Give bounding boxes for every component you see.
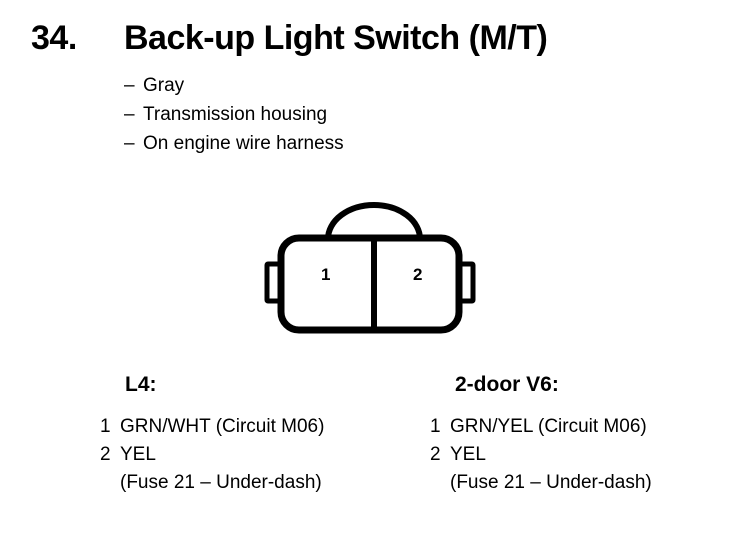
wiring-circuit-label: GRN/YEL (Circuit M06) xyxy=(450,416,647,437)
wiring-row-list: 1 GRN/WHT (Circuit M06) 2 YEL (Fuse 21 –… xyxy=(100,414,430,496)
wiring-pin-number: 1 xyxy=(430,416,441,437)
connector-body xyxy=(277,234,463,334)
page-title: Back-up Light Switch (M/T) xyxy=(124,19,548,57)
wiring-column-heading: 2-door V6: xyxy=(455,373,559,396)
spec-item-location: – Transmission housing xyxy=(124,101,544,130)
connector-pin-2-label: 2 xyxy=(413,265,423,284)
wiring-row: 1 GRN/YEL (Circuit M06) xyxy=(430,414,750,442)
spec-item-label: Transmission housing xyxy=(143,104,328,125)
wiring-row: 2 YEL xyxy=(100,442,430,470)
connector-pin-1-label: 1 xyxy=(321,265,331,284)
dash-icon: – xyxy=(124,133,135,154)
wiring-row: 2 YEL xyxy=(430,442,750,470)
spec-item-color: – Gray xyxy=(124,72,544,101)
dash-icon: – xyxy=(124,75,135,96)
spec-item-label: Gray xyxy=(143,75,185,96)
connector-diagram: 1 2 xyxy=(255,196,485,344)
wiring-row: 1 GRN/WHT (Circuit M06) xyxy=(100,414,430,442)
spec-item-harness: – On engine wire harness xyxy=(124,130,544,159)
spec-list: – Gray – Transmission housing – On engin… xyxy=(124,72,544,159)
wiring-row-list: 1 GRN/YEL (Circuit M06) 2 YEL (Fuse 21 –… xyxy=(430,414,750,496)
wiring-fuse-note: (Fuse 21 – Under-dash) xyxy=(120,472,322,493)
wiring-fuse-note: (Fuse 21 – Under-dash) xyxy=(450,472,652,493)
locking-arch-icon xyxy=(325,202,423,240)
wiring-circuit-label: GRN/WHT (Circuit M06) xyxy=(120,416,325,437)
wiring-pin-number: 2 xyxy=(100,444,111,465)
wiring-column-v6: 2-door V6: 1 GRN/YEL (Circuit M06) 2 YEL… xyxy=(430,372,750,496)
wiring-circuit-label: YEL xyxy=(450,444,486,465)
wiring-circuit-label: YEL xyxy=(120,444,156,465)
wiring-column-l4: L4: 1 GRN/WHT (Circuit M06) 2 YEL (Fuse … xyxy=(100,372,430,496)
dash-icon: – xyxy=(124,104,135,125)
entry-number: 34. xyxy=(31,19,77,57)
connector-drawing xyxy=(264,202,476,334)
wiring-pin-number: 2 xyxy=(430,444,441,465)
wiring-pin-number: 1 xyxy=(100,416,111,437)
spec-item-label: On engine wire harness xyxy=(143,133,344,154)
wiring-column-heading: L4: xyxy=(125,373,157,396)
